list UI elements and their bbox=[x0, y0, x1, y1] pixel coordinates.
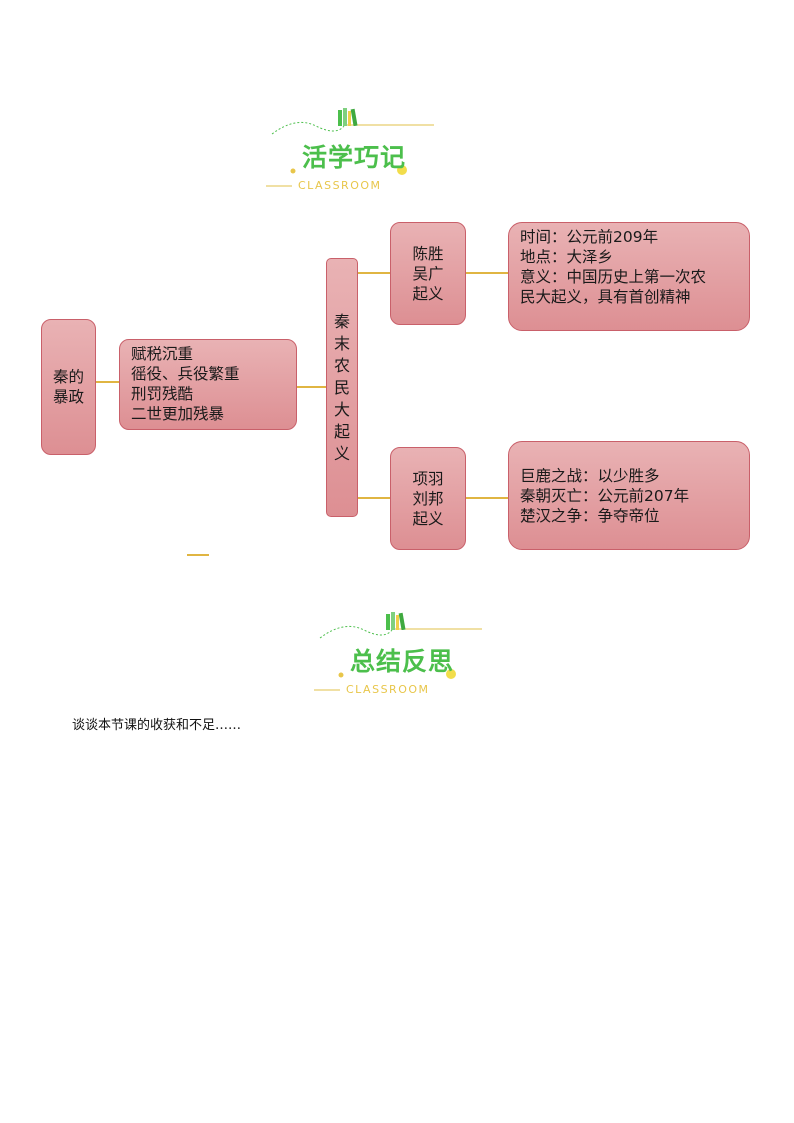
branch2-name-line: 刘邦 bbox=[412, 489, 444, 508]
section-header-2: 总结反思 CLASSROOM bbox=[314, 608, 514, 698]
connector-root-causes bbox=[95, 381, 120, 383]
cause-item: 刑罚残酷 bbox=[131, 385, 194, 403]
branch2-name-line: 项羽 bbox=[412, 469, 444, 488]
connector-causes-center bbox=[296, 386, 328, 388]
cause-item: 徭役、兵役繁重 bbox=[131, 365, 240, 383]
connector-center-branch1 bbox=[357, 272, 391, 274]
node-root-line1: 秦的 bbox=[52, 368, 84, 386]
node-branch2-name: 项羽 刘邦 起义 bbox=[390, 447, 466, 550]
node-branch1-name: 陈胜 吴广 起义 bbox=[390, 222, 466, 325]
node-root-line2: 暴政 bbox=[52, 388, 84, 406]
node-causes: 赋税沉重 徭役、兵役繁重 刑罚残酷 二世更加残暴 bbox=[119, 339, 297, 430]
stray-dash bbox=[187, 554, 209, 556]
branch2-detail: 秦朝灭亡：公元前207年 bbox=[520, 487, 690, 505]
books-icon bbox=[386, 612, 406, 630]
connector-branch2-details bbox=[465, 497, 509, 499]
branch2-name-line: 起义 bbox=[412, 509, 444, 528]
node-center-uprising: 秦 末 农 民 大 起 义 bbox=[326, 258, 358, 517]
connector-center-branch2 bbox=[357, 497, 391, 499]
section-subtitle-1: CLASSROOM bbox=[298, 179, 382, 192]
decorative-swirl-icon bbox=[314, 625, 482, 691]
center-char: 起 bbox=[333, 421, 350, 441]
decorative-swirl-icon bbox=[266, 121, 434, 187]
branch1-detail: 地点：大泽乡 bbox=[520, 248, 614, 266]
reflection-prompt: 谈谈本节课的收获和不足…… bbox=[72, 718, 242, 733]
node-root: 秦的 暴政 bbox=[41, 319, 96, 455]
branch2-detail: 巨鹿之战：以少胜多 bbox=[520, 467, 660, 485]
center-char: 农 bbox=[333, 355, 350, 375]
branch1-name-line: 吴广 bbox=[412, 264, 444, 283]
node-branch2-details: 巨鹿之战：以少胜多 秦朝灭亡：公元前207年 楚汉之争：争夺帝位 bbox=[508, 441, 750, 550]
branch1-name-line: 陈胜 bbox=[412, 244, 444, 263]
books-icon bbox=[338, 108, 358, 126]
cause-item: 赋税沉重 bbox=[131, 345, 194, 363]
branch1-name-line: 起义 bbox=[412, 284, 444, 303]
branch1-detail: 意义：中国历史上第一次农 bbox=[520, 268, 707, 286]
center-char: 末 bbox=[333, 333, 350, 353]
node-branch1-details: 时间：公元前209年 地点：大泽乡 意义：中国历史上第一次农 民大起义，具有首创… bbox=[508, 222, 750, 331]
section-title-2: 总结反思 bbox=[350, 647, 455, 676]
connector-branch1-details bbox=[465, 272, 509, 274]
cause-item: 二世更加残暴 bbox=[131, 405, 225, 423]
section-subtitle-2: CLASSROOM bbox=[346, 683, 430, 696]
center-char: 大 bbox=[333, 399, 350, 419]
center-char: 民 bbox=[333, 377, 350, 397]
section-header-1: 活学巧记 CLASSROOM bbox=[266, 104, 466, 194]
branch1-detail: 民大起义，具有首创精神 bbox=[520, 288, 691, 306]
center-char: 义 bbox=[333, 443, 350, 463]
center-char: 秦 bbox=[333, 311, 350, 331]
section-title-1: 活学巧记 bbox=[302, 143, 407, 172]
branch1-detail: 时间：公元前209年 bbox=[520, 228, 659, 246]
branch2-detail: 楚汉之争：争夺帝位 bbox=[520, 507, 660, 525]
